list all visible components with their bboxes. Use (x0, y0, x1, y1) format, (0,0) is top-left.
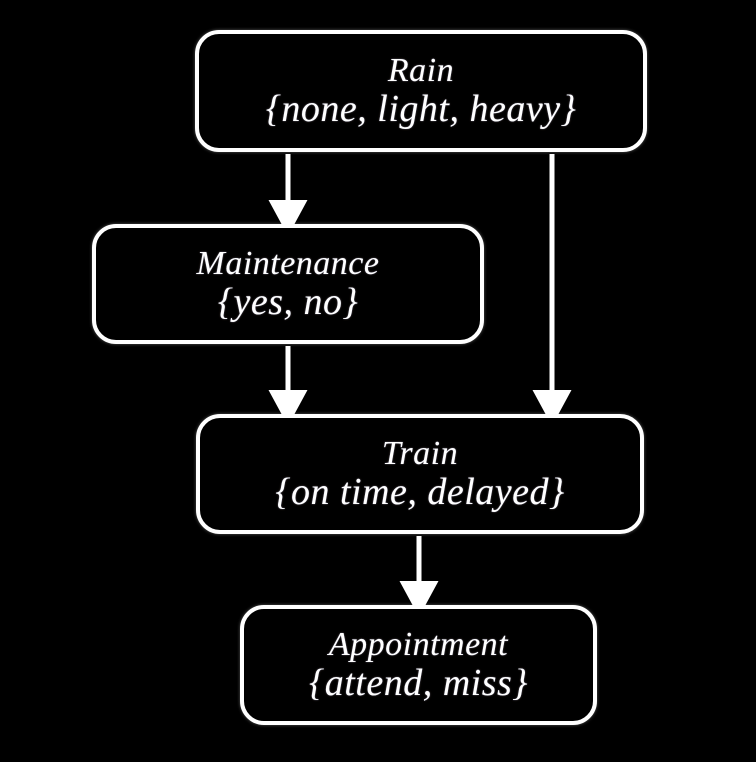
node-train-label: Train (381, 435, 459, 472)
node-train[interactable]: Train {on time, delayed} (196, 414, 644, 534)
node-maintenance[interactable]: Maintenance {yes, no} (92, 224, 484, 344)
node-rain-domain: {none, light, heavy} (265, 88, 577, 130)
node-appointment[interactable]: Appointment {attend, miss} (240, 605, 597, 725)
node-rain-label: Rain (387, 52, 455, 89)
node-appointment-domain: {attend, miss} (309, 662, 528, 704)
node-maintenance-domain: {yes, no} (217, 281, 359, 323)
node-train-domain: {on time, delayed} (275, 471, 565, 513)
node-rain[interactable]: Rain {none, light, heavy} (195, 30, 647, 152)
node-maintenance-label: Maintenance (196, 245, 380, 282)
node-appointment-label: Appointment (328, 626, 509, 663)
